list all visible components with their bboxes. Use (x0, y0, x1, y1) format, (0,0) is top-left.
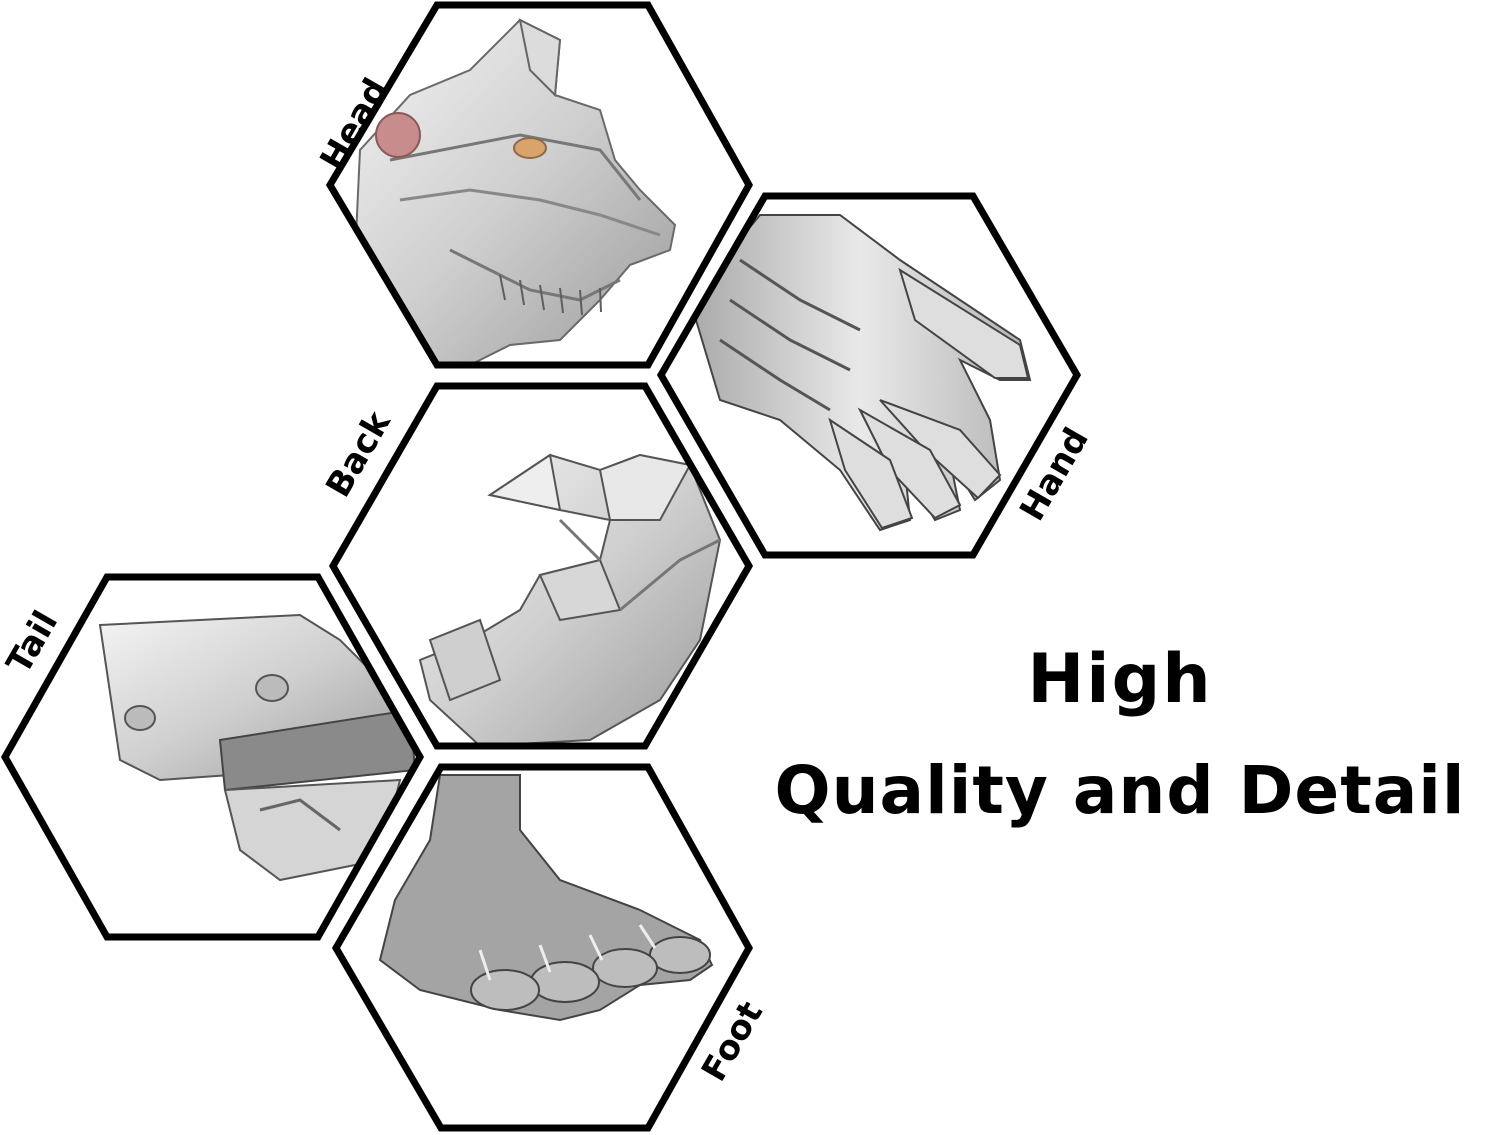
headline-line-2: Quality and Detail (774, 752, 1466, 829)
headline-line-1: High (1027, 640, 1213, 719)
hand-hex (656, 192, 1082, 559)
foot-hex (331, 763, 754, 1132)
foot-detail-image (336, 767, 749, 1128)
head-hex (325, 1, 754, 369)
tail-hex (0, 573, 425, 941)
back-hex (328, 382, 754, 750)
eye-icon (375, 112, 421, 158)
